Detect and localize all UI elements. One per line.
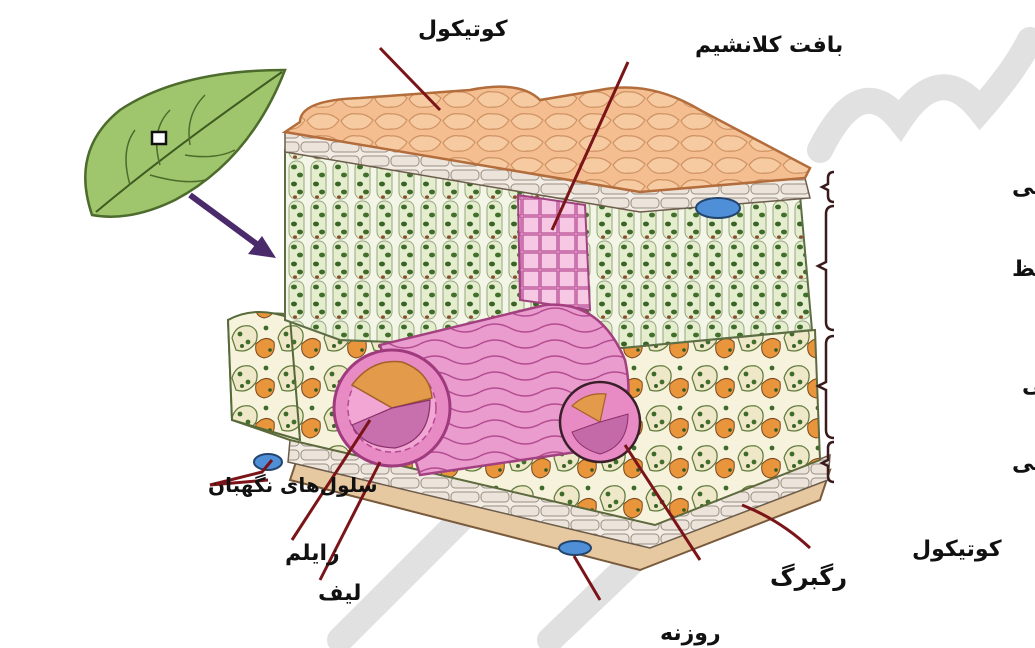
label-spongy: پارانشیم اسفنجی	[1022, 373, 1035, 398]
label-fiber: لیف	[318, 581, 361, 606]
label-upper-epidermis: روپوست بالایی	[1012, 175, 1035, 200]
label-cuticle-top: کوتیکول	[418, 17, 508, 42]
label-cuticle-bottom: کوتیکول	[912, 537, 1002, 562]
label-guard-cells: سلول‌های نگهبان	[208, 473, 377, 497]
pointer-arrow	[190, 195, 276, 258]
label-vein: رگبرگ	[770, 563, 847, 591]
lower-stoma-cell	[559, 541, 591, 555]
layer-brackets	[818, 172, 834, 482]
label-stoma: روزنه	[660, 621, 721, 646]
guard-cells	[254, 454, 282, 470]
label-lower-epidermis: روپوست پایینی	[1012, 451, 1035, 476]
collenchyma-tissue	[518, 195, 590, 310]
label-collenchyma: بافت کلانشیم	[695, 33, 843, 58]
label-palisade: پارانشیم محافظ	[1012, 257, 1035, 282]
upper-stoma-cell	[696, 198, 740, 218]
label-xylem: زایلم	[285, 541, 340, 566]
leaf-icon	[85, 70, 285, 217]
